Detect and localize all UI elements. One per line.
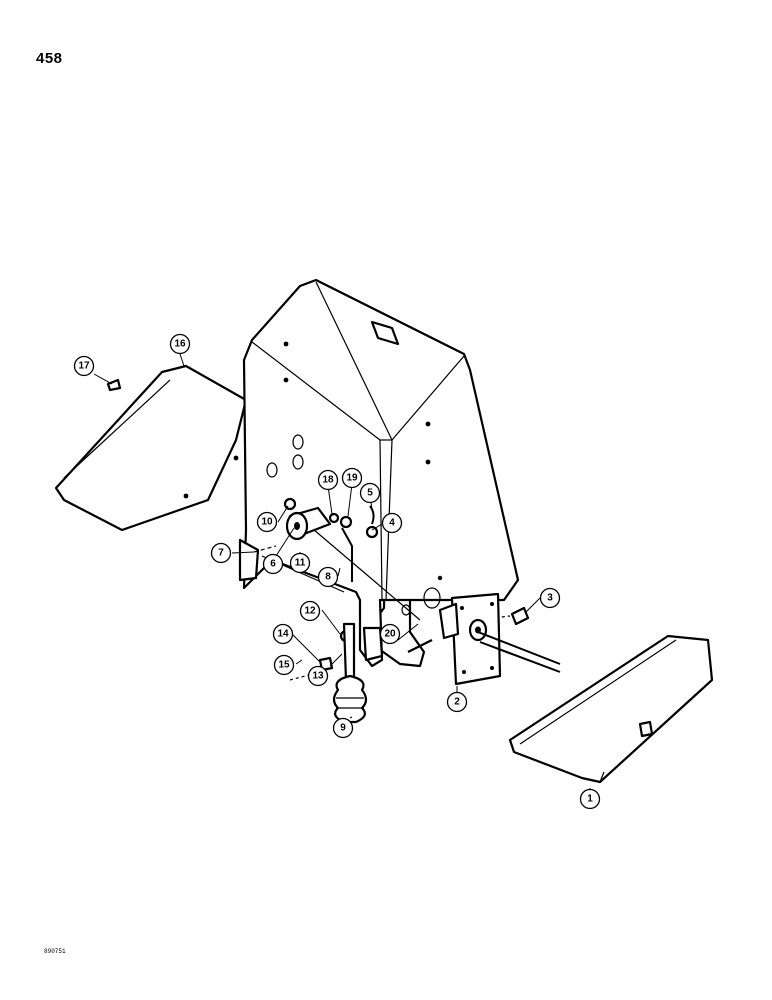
- rubber-stop: [332, 674, 368, 724]
- callout-14: 14: [272, 623, 294, 645]
- callout-1: 1: [579, 788, 601, 810]
- callout-6: 6: [262, 553, 284, 575]
- callout-5-label: 5: [367, 488, 373, 499]
- callout-9: 9: [332, 717, 354, 739]
- callout-2: 2: [446, 691, 468, 713]
- callout-7: 7: [210, 542, 232, 564]
- callout-6-label: 6: [270, 559, 276, 570]
- callout-19: 19: [341, 467, 363, 489]
- hardware-small: [253, 497, 530, 682]
- left-shield: [54, 364, 248, 532]
- callout-12: 12: [299, 600, 321, 622]
- callout-15-label: 15: [278, 660, 290, 671]
- callout-16-label: 16: [174, 339, 186, 350]
- callout-11: 11: [289, 552, 311, 574]
- callout-20-label: 20: [384, 629, 396, 640]
- drawing-code: 890751: [44, 948, 66, 955]
- callout-17-label: 17: [78, 361, 90, 372]
- callout-13: 13: [307, 665, 329, 687]
- callout-13-label: 13: [312, 671, 324, 682]
- callout-18: 18: [317, 469, 339, 491]
- callout-10-label: 10: [261, 517, 273, 528]
- pivot-bushing: [285, 506, 332, 541]
- callout-3: 3: [539, 587, 561, 609]
- callout-1-label: 1: [587, 794, 593, 805]
- pivot-plate: [438, 592, 502, 686]
- callout-8: 8: [317, 566, 339, 588]
- callout-3-label: 3: [547, 593, 553, 604]
- pedal-mount-bracket: [238, 278, 520, 668]
- callout-15: 15: [273, 654, 295, 676]
- callout-17: 17: [73, 355, 95, 377]
- callout-9-label: 9: [340, 723, 346, 734]
- callout-4-label: 4: [389, 518, 395, 529]
- callout-8-label: 8: [325, 572, 331, 583]
- callout-18-label: 18: [322, 475, 334, 486]
- pedal: [477, 631, 714, 784]
- callout-2-label: 2: [454, 697, 460, 708]
- callout-20: 20: [379, 623, 401, 645]
- callout-19-label: 19: [346, 473, 358, 484]
- callout-4: 4: [381, 512, 403, 534]
- callout-10: 10: [256, 511, 278, 533]
- callout-12-label: 12: [304, 606, 316, 617]
- callout-5: 5: [359, 482, 381, 504]
- callout-7-label: 7: [218, 548, 224, 559]
- callout-16: 16: [169, 333, 191, 355]
- callout-14-label: 14: [277, 629, 289, 640]
- callout-11-label: 11: [295, 558, 306, 569]
- page-number: 458: [36, 50, 63, 67]
- leader-lines: [93, 353, 591, 790]
